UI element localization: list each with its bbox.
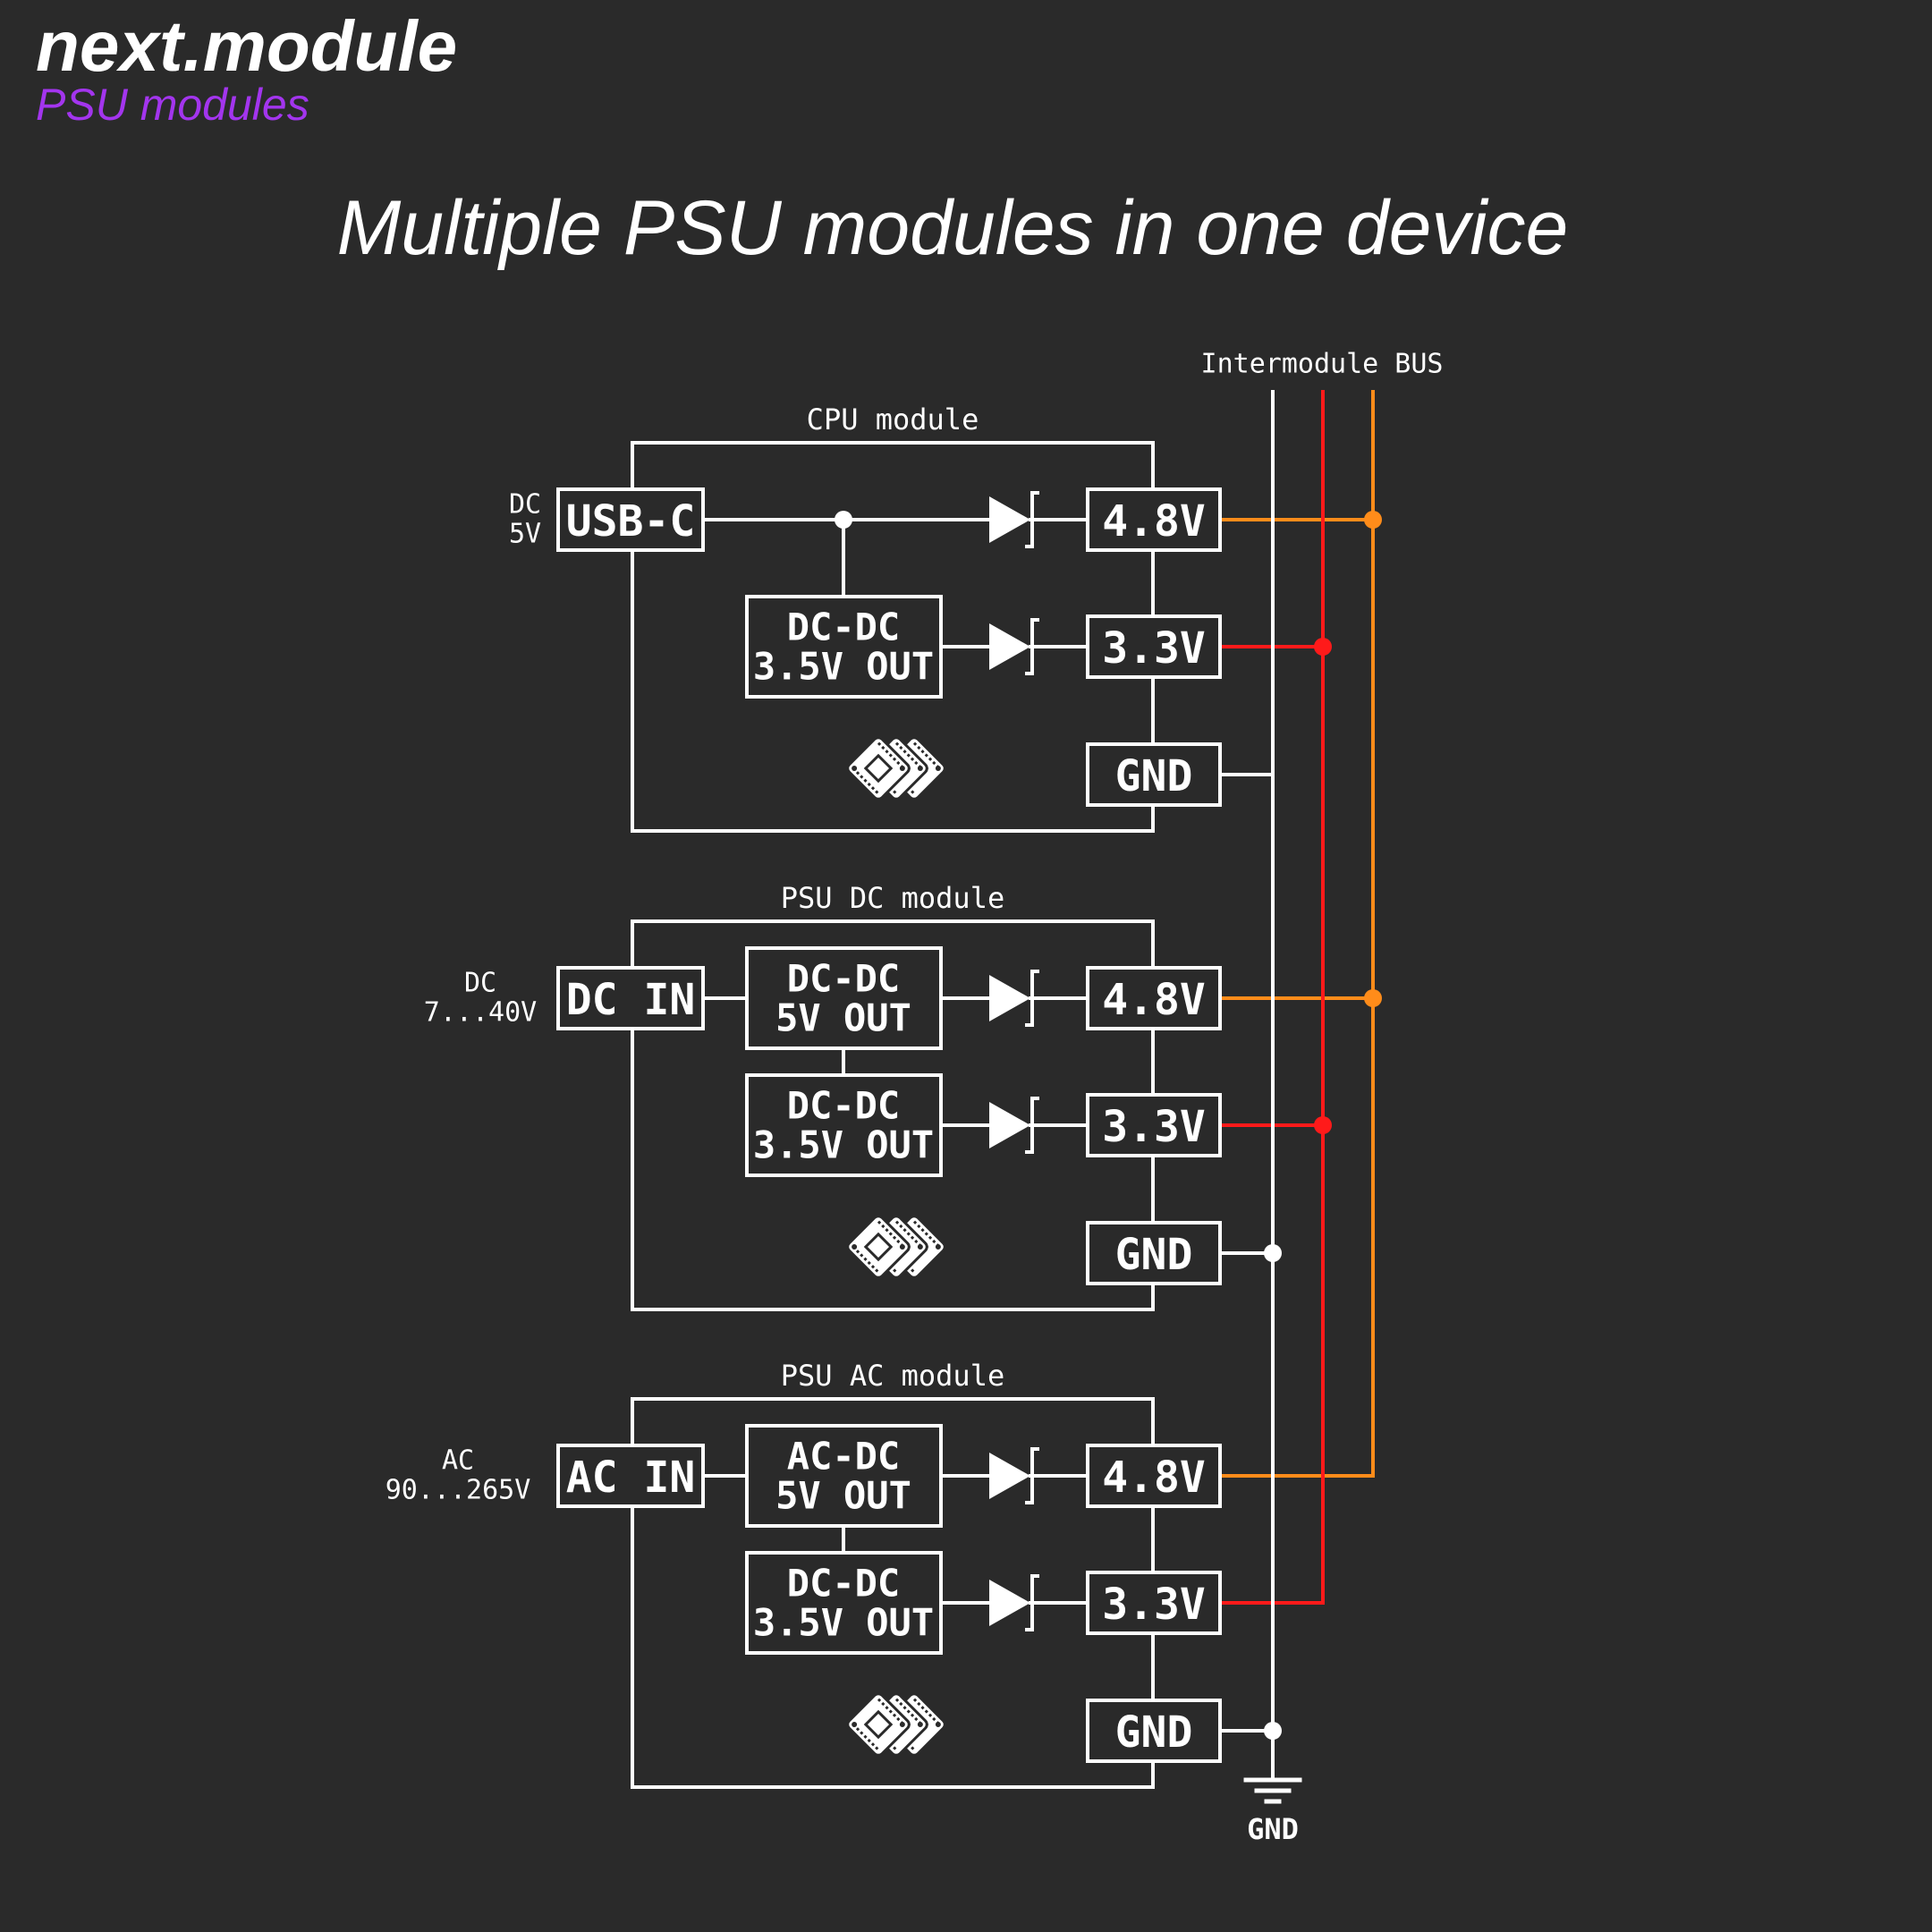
converter-2-line1: DC-DC bbox=[787, 1562, 900, 1606]
converter-box-1 bbox=[745, 946, 943, 1050]
ground-label: GND bbox=[1247, 1812, 1299, 1846]
converter-2-line1: DC-DC bbox=[787, 1084, 900, 1128]
converter-2-line2: 3.5V OUT bbox=[753, 1123, 934, 1167]
output-port-gnd bbox=[1086, 1699, 1222, 1763]
output-label-v33: 3.3V bbox=[1102, 1102, 1206, 1152]
output-port-gnd bbox=[1086, 742, 1222, 807]
output-port-v48 bbox=[1086, 966, 1222, 1030]
converter-box-2 bbox=[745, 1073, 943, 1177]
output-label-v48: 4.8V bbox=[1102, 496, 1206, 547]
input-voltage-label: 7...40V bbox=[424, 997, 537, 1029]
converter-1-line1: AC-DC bbox=[787, 1435, 900, 1479]
output-label-gnd: GND bbox=[1115, 1707, 1193, 1758]
output-port-gnd bbox=[1086, 1221, 1222, 1285]
input-voltage-label: 90...265V bbox=[386, 1475, 531, 1506]
input-type-label: DC bbox=[464, 968, 496, 999]
bus-wires bbox=[1218, 518, 1375, 1733]
input-port-label: USB-C bbox=[566, 496, 696, 547]
output-label-v33: 3.3V bbox=[1102, 1580, 1206, 1630]
page-title: Multiple PSU modules in one device bbox=[336, 185, 1569, 271]
input-port bbox=[556, 1444, 705, 1508]
converter-1-line1: DC-DC bbox=[787, 957, 900, 1001]
module-title: PSU DC module bbox=[781, 881, 1004, 915]
converter-1-line2: 5V OUT bbox=[775, 1474, 911, 1518]
converter-line1: DC-DC bbox=[787, 606, 900, 649]
converter-2-line2: 3.5V OUT bbox=[753, 1601, 934, 1645]
output-label-v48: 4.8V bbox=[1102, 975, 1206, 1025]
output-port-v48 bbox=[1086, 1444, 1222, 1508]
intermodule-bus: Intermodule BUS GND bbox=[1201, 349, 1444, 1847]
output-port-v48 bbox=[1086, 487, 1222, 552]
input-voltage-label: 5V bbox=[509, 519, 541, 550]
input-type-label: DC bbox=[509, 489, 541, 521]
converter-box bbox=[745, 595, 943, 699]
module-title: PSU AC module bbox=[781, 1359, 1004, 1393]
output-label-v48: 4.8V bbox=[1102, 1453, 1206, 1503]
converter-box-2 bbox=[745, 1551, 943, 1655]
output-label-gnd: GND bbox=[1115, 1230, 1193, 1280]
converter-1-line2: 5V OUT bbox=[775, 996, 911, 1040]
ground-symbol-icon bbox=[1243, 1777, 1302, 1804]
converter-box-1 bbox=[745, 1424, 943, 1528]
output-label-v33: 3.3V bbox=[1102, 623, 1206, 674]
output-label-gnd: GND bbox=[1115, 751, 1193, 801]
input-port-label: AC IN bbox=[566, 1453, 696, 1503]
module-title: CPU module bbox=[807, 402, 979, 436]
converter-line2: 3.5V OUT bbox=[753, 645, 934, 689]
brand-title: next.module bbox=[36, 6, 458, 86]
output-port-v33 bbox=[1086, 614, 1222, 679]
brand-subtitle: PSU modules bbox=[36, 80, 309, 130]
input-type-label: AC bbox=[442, 1445, 474, 1477]
input-port-label: DC IN bbox=[566, 975, 696, 1025]
bus-label: Intermodule BUS bbox=[1201, 349, 1444, 380]
